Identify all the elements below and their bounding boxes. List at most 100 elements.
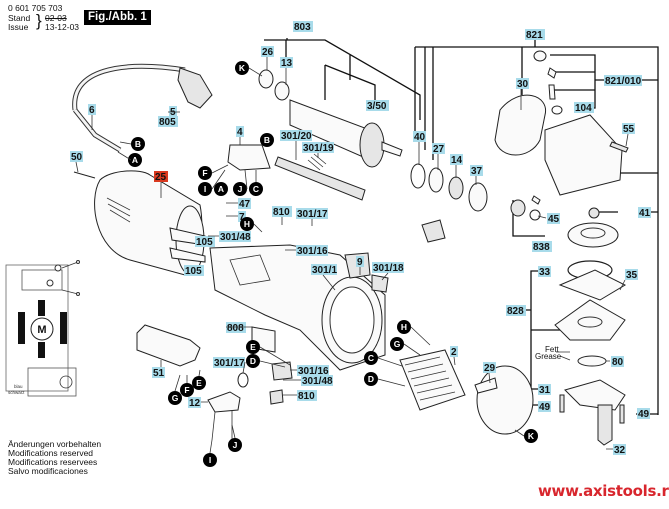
label-301-17-top: 301/17 xyxy=(296,208,328,220)
svg-text:80: 80 xyxy=(612,357,624,368)
label-301-19: 301/19 xyxy=(302,142,334,154)
bearing-rings xyxy=(410,163,488,243)
svg-text:31: 31 xyxy=(539,385,551,396)
connector-g-left: G xyxy=(168,391,182,405)
svg-text:35: 35 xyxy=(626,270,638,281)
svg-text:51: 51 xyxy=(153,368,165,379)
gear-head xyxy=(494,50,629,248)
label-55: 55 xyxy=(622,123,635,135)
watermark-link[interactable]: www.axistools.ru xyxy=(538,482,669,500)
svg-text:3/50: 3/50 xyxy=(367,101,387,112)
label-31: 31 xyxy=(538,384,551,396)
svg-text:H: H xyxy=(244,219,250,229)
svg-text:4: 4 xyxy=(237,127,243,138)
grease-label-en: Grease xyxy=(535,352,562,361)
svg-text:6: 6 xyxy=(89,105,95,116)
connector-i-switch: I xyxy=(198,182,212,196)
svg-text:49: 49 xyxy=(539,402,551,413)
label-80: 80 xyxy=(611,356,624,368)
connector-b-switch: B xyxy=(260,133,274,147)
leader-lines xyxy=(75,57,629,450)
svg-text:821/010: 821/010 xyxy=(605,76,642,87)
svg-text:32: 32 xyxy=(614,445,626,456)
part-number: 0 601 705 703 xyxy=(8,3,63,13)
label-301-18: 301/18 xyxy=(372,262,404,274)
switch-assembly xyxy=(227,144,366,201)
wire-label-black: schwarz xyxy=(8,390,25,395)
svg-text:D: D xyxy=(368,374,374,384)
svg-text:F: F xyxy=(202,168,207,178)
svg-text:301/17: 301/17 xyxy=(297,209,328,220)
lower-left-parts xyxy=(136,324,293,441)
label-35: 35 xyxy=(625,269,638,281)
armature xyxy=(258,69,403,168)
connector-k-bottom: K xyxy=(524,429,538,443)
motor-symbol: M xyxy=(37,324,46,336)
stand-label: Stand xyxy=(8,13,31,23)
label-808: 808 xyxy=(226,322,246,334)
label-45: 45 xyxy=(547,213,560,225)
svg-text:5: 5 xyxy=(170,107,176,118)
wiring-schematic: M blau schwarz xyxy=(5,260,80,397)
label-13: 13 xyxy=(280,57,293,69)
svg-text:50: 50 xyxy=(71,152,83,163)
figure-title: Fig./Abb. 1 xyxy=(84,10,151,25)
svg-text:26: 26 xyxy=(262,47,274,58)
svg-text:810: 810 xyxy=(273,207,290,218)
label-6: 6 xyxy=(88,104,96,116)
label-29: 29 xyxy=(483,362,496,374)
svg-text:7: 7 xyxy=(239,212,245,223)
note-es: Salvo modificaciones xyxy=(8,466,88,476)
bracket-lines xyxy=(264,38,659,415)
svg-text:H: H xyxy=(401,322,407,332)
label-9: 9 xyxy=(356,256,364,268)
label-301-48-bottom: 301/48 xyxy=(301,375,333,387)
svg-text:13: 13 xyxy=(281,58,293,69)
label-821: 821 xyxy=(525,29,545,41)
note-fr: Modifications reservees xyxy=(8,457,98,467)
label-30: 30 xyxy=(516,78,529,90)
connector-j-bottom: J xyxy=(228,438,242,452)
svg-text:12: 12 xyxy=(189,398,201,409)
label-821-010: 821/010 xyxy=(604,75,642,87)
svg-text:30: 30 xyxy=(517,79,529,90)
connector-f-switch: F xyxy=(198,166,212,180)
motor-cover xyxy=(73,170,206,276)
connector-c-switch: C xyxy=(249,182,263,196)
svg-text:45: 45 xyxy=(548,214,560,225)
connector-a-switch: A xyxy=(214,182,228,196)
svg-text:B: B xyxy=(264,135,270,145)
svg-text:33: 33 xyxy=(539,267,551,278)
svg-text:25: 25 xyxy=(155,172,167,183)
svg-text:14: 14 xyxy=(451,155,463,166)
svg-text:A: A xyxy=(218,184,224,194)
svg-text:47: 47 xyxy=(239,199,251,210)
label-838: 838 xyxy=(532,241,552,253)
svg-text:27: 27 xyxy=(433,144,445,155)
svg-text:I: I xyxy=(209,455,211,465)
svg-text:E: E xyxy=(196,378,202,388)
svg-text:805: 805 xyxy=(159,117,176,128)
svg-text:B: B xyxy=(135,139,141,149)
label-37: 37 xyxy=(470,165,483,177)
svg-text:105: 105 xyxy=(185,266,202,277)
label-callouts: 803 26 13 3/50 821 821/010 30 104 55 40 … xyxy=(70,21,651,456)
connector-c-coil: C xyxy=(364,351,378,365)
svg-text:9: 9 xyxy=(357,257,363,268)
svg-text:37: 37 xyxy=(471,166,483,177)
label-7: 7 xyxy=(238,211,246,223)
issue-date: 13-12-03 xyxy=(45,22,80,32)
svg-text:808: 808 xyxy=(227,323,244,334)
label-3-50: 3/50 xyxy=(366,100,389,112)
label-104: 104 xyxy=(574,102,594,114)
svg-text:301/20: 301/20 xyxy=(281,131,312,142)
note-de: Änderungen vorbehalten xyxy=(8,439,102,449)
label-26: 26 xyxy=(261,46,274,58)
svg-text:821: 821 xyxy=(526,30,543,41)
label-4: 4 xyxy=(236,126,244,138)
connector-a-cord: A xyxy=(128,153,142,167)
brace: } xyxy=(36,11,42,30)
label-47: 47 xyxy=(238,198,251,210)
label-105-upper: 105 xyxy=(195,236,215,248)
svg-text:49: 49 xyxy=(638,409,650,420)
